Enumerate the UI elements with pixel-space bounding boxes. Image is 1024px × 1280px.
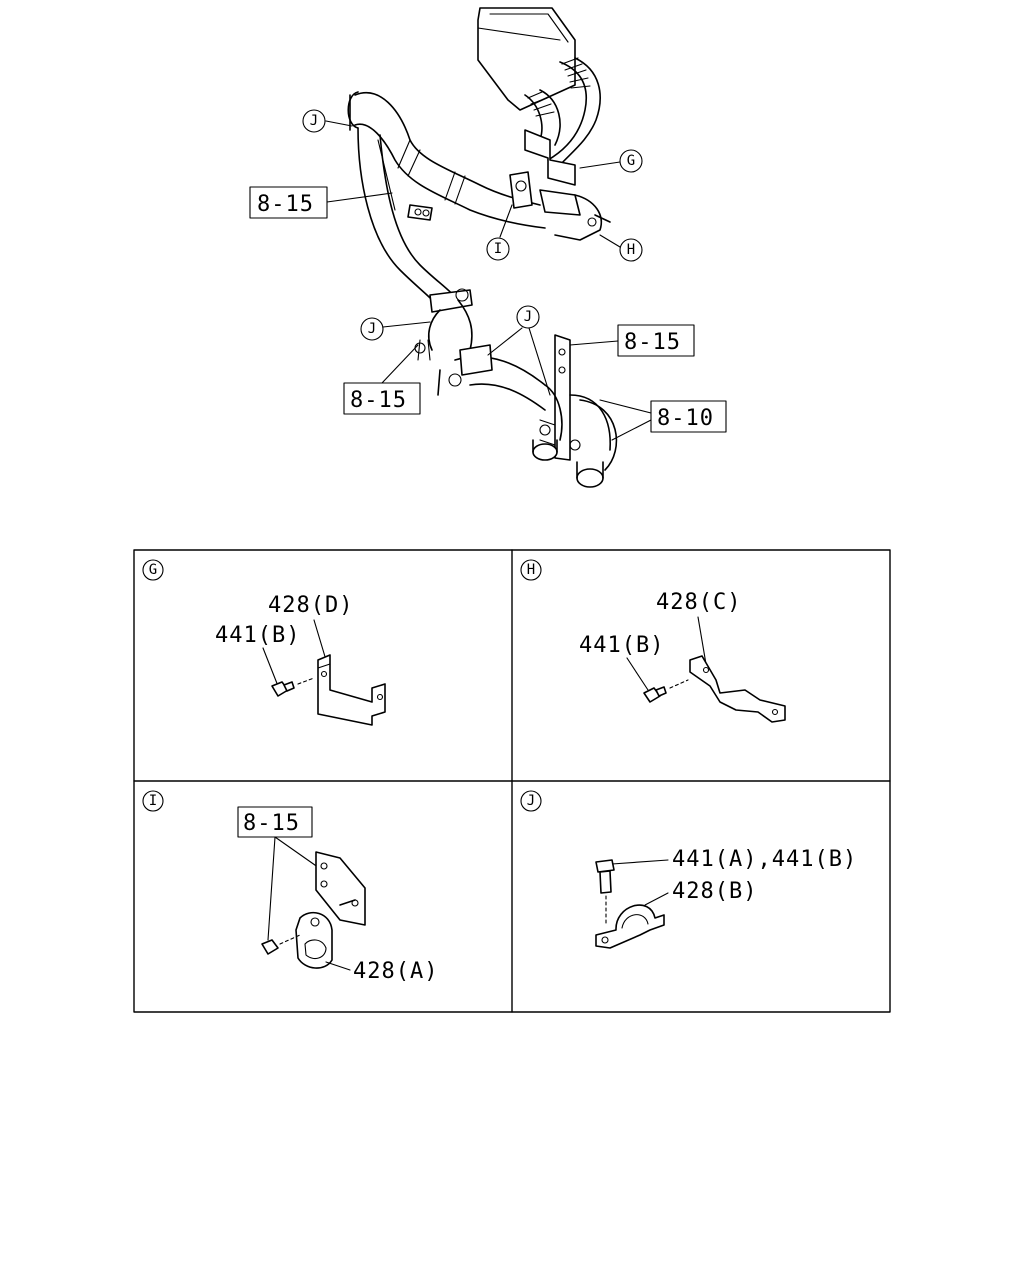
panel-j: J 441(A),441(B) 428(B) [520, 790, 857, 949]
callout-j-right-label: J [524, 309, 532, 325]
ref-box-8-15-right: 8-15 [569, 324, 695, 357]
callout-g-main: G [579, 149, 643, 173]
panel-h: H 428(C) 441(B) [520, 559, 786, 723]
panel-j-label-441: 441(A),441(B) [672, 847, 857, 872]
heater-hose-assembly [347, 7, 618, 488]
ref-box-8-15-left: 8-15 [343, 344, 421, 415]
detail-grid [133, 549, 891, 1013]
callout-i-main-label: I [494, 241, 502, 257]
panel-j-id: J [527, 793, 535, 809]
ref-8-15-upper-label: 8-15 [257, 192, 314, 217]
ref-8-10-label: 8-10 [657, 406, 714, 431]
callout-g-main-label: G [627, 153, 635, 169]
panel-g-id: G [149, 562, 157, 578]
callout-i-main: I [486, 204, 513, 261]
callout-j-left-label: J [368, 321, 376, 337]
panel-g-label-428d: 428(D) [268, 593, 353, 618]
ref-8-15-right-label: 8-15 [624, 330, 681, 355]
panel-h-label-441b: 441(B) [579, 633, 664, 658]
panel-g-label-441b: 441(B) [215, 623, 300, 648]
panel-i-id: I [149, 793, 157, 809]
callout-j-top: J [302, 109, 353, 133]
ref-box-8-15-upper: 8-15 [249, 186, 393, 219]
callout-j-top-label: J [310, 113, 318, 129]
panel-i: I 8-15 428(A) [142, 790, 438, 984]
ref-box-8-10: 8-10 [599, 399, 727, 441]
panel-g: G 428(D) 441(B) [142, 559, 386, 726]
ref-8-15-left-label: 8-15 [350, 388, 407, 413]
panel-i-label-428a: 428(A) [353, 959, 438, 984]
callout-h-main: H [599, 234, 643, 262]
callout-j-left: J [360, 317, 431, 341]
panel-j-label-428b: 428(B) [672, 879, 757, 904]
callout-j-right: J [487, 305, 551, 396]
panel-h-label-428c: 428(C) [656, 590, 741, 615]
callout-h-main-label: H [627, 242, 635, 258]
panel-h-id: H [527, 562, 535, 578]
panel-i-ref-8-15: 8-15 [243, 811, 300, 836]
